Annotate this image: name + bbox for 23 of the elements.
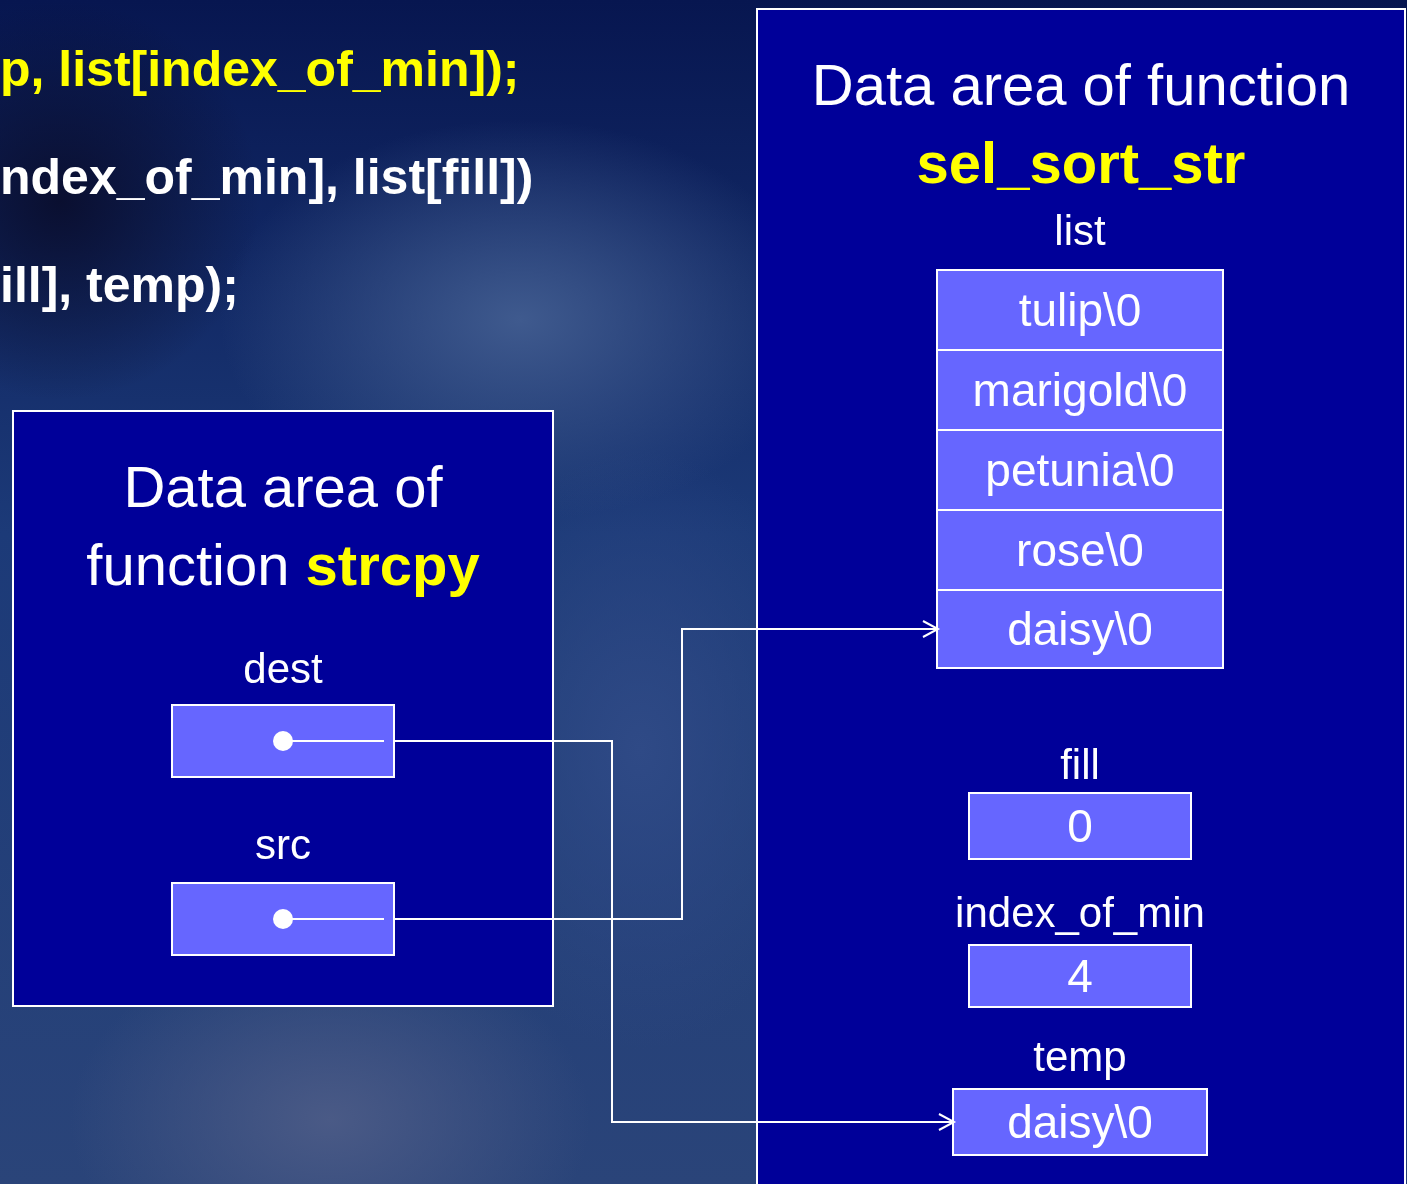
variable-name: fill (1059, 744, 1101, 786)
value-cell: daisy\0 (952, 1088, 1208, 1156)
array-cell: rose\0 (936, 509, 1224, 591)
data-area-panel (12, 410, 554, 1007)
array-cell: tulip\0 (936, 269, 1224, 351)
data-area-panel (756, 8, 1406, 1184)
variable-name: temp (1032, 1036, 1128, 1078)
value-cell: 0 (968, 792, 1192, 860)
code-line: ill], temp); (0, 256, 239, 314)
code-line: p, list[index_of_min]); (0, 40, 520, 98)
variable-name: dest (242, 648, 324, 690)
area-title: Data area of function sel_sort_str (810, 51, 1352, 198)
variable-name: src (254, 824, 312, 866)
array-cell: petunia\0 (936, 429, 1224, 511)
array-cell: marigold\0 (936, 349, 1224, 431)
area-title: Data area of function strcpy (85, 453, 481, 600)
pointer-arrow (394, 740, 955, 1131)
code-line: ndex_of_min], list[fill]) (0, 148, 534, 206)
array-cell: daisy\0 (936, 589, 1224, 669)
variable-name: list (936, 210, 1224, 260)
value-cell: 4 (968, 944, 1192, 1008)
pointer-arrow (394, 620, 939, 920)
variable-name: index_of_min (954, 892, 1206, 934)
